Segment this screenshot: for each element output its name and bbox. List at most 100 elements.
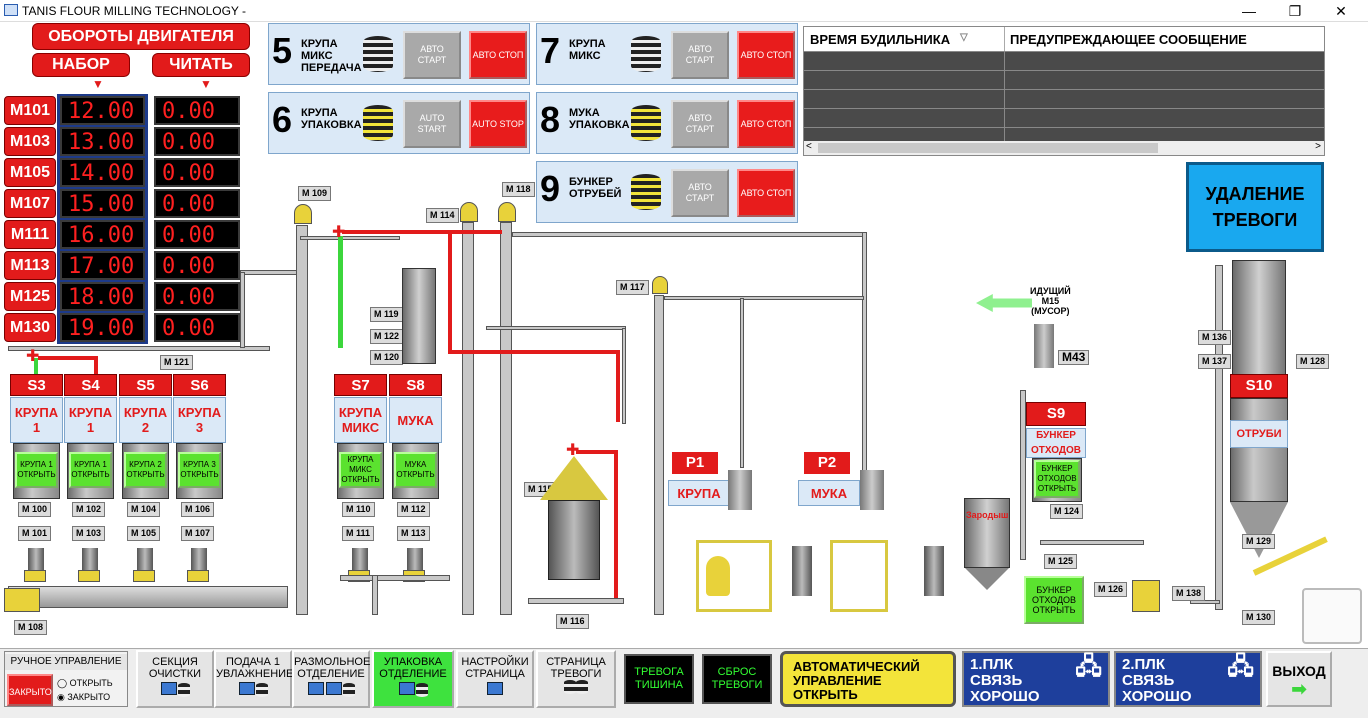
motor-set-value[interactable]: 12.00	[60, 96, 145, 125]
panel-number: 8	[540, 99, 561, 140]
screw-conveyor	[8, 586, 288, 608]
tag-m125: M 125	[1044, 554, 1078, 569]
nav-feed-moistening[interactable]: ПОДАЧА 1 УВЛАЖНЕНИЕ	[214, 650, 293, 708]
auto-stop-button[interactable]: AUTO STOP	[469, 100, 527, 148]
drum-icon	[564, 680, 576, 694]
table-row[interactable]	[804, 108, 1324, 127]
nav-settings-page[interactable]: НАСТРОЙКИ СТРАНИЦА	[456, 650, 534, 708]
auto-stop-button[interactable]: АВТО СТОП	[737, 100, 795, 148]
pc-icon	[239, 682, 255, 695]
auto-control-open-button[interactable]: АВТОМАТИЧЕСКИЙ УПРАВЛЕНИЕ ОТКРЫТЬ	[780, 651, 956, 707]
tag-m124: M 124	[1050, 504, 1084, 519]
auto-stop-button[interactable]: АВТО СТОП	[737, 169, 795, 217]
motor-set-value[interactable]: 15.00	[60, 189, 145, 218]
feeder-motor-icon	[133, 570, 155, 582]
motor-set-value[interactable]: 16.00	[60, 220, 145, 249]
maximize-button[interactable]: ❐	[1288, 3, 1302, 19]
closed-radio[interactable]: ◉ ЗАКРЫТО	[57, 692, 111, 702]
auto-start-button[interactable]: АВТО СТАРТ	[403, 31, 461, 79]
tag-m119: M 119	[370, 307, 403, 322]
silo-s8-head: S8	[389, 374, 442, 396]
auto-start-button[interactable]: AUTO START	[403, 100, 461, 148]
panel-number: 5	[272, 30, 293, 71]
auto-stop-button[interactable]: АВТО СТОП	[737, 31, 795, 79]
drum-icon	[576, 680, 588, 694]
scroll-right-icon[interactable]: >	[1315, 141, 1321, 152]
tag-m126: M 126	[1094, 582, 1128, 597]
silo-open-button[interactable]: КРУПА 1 ОТКРЫТЬ	[69, 452, 112, 488]
tag-m109: M 109	[298, 186, 332, 201]
motor-set-value[interactable]: 19.00	[60, 313, 145, 342]
silo-s6-label: КРУПА 3	[173, 397, 226, 443]
alarm-time-column[interactable]: ВРЕМЯ БУДИЛЬНИКА	[810, 32, 951, 47]
sort-icon[interactable]: ▽	[960, 32, 968, 43]
valve-icon[interactable]: ✚	[26, 348, 40, 365]
close-button[interactable]: ✕	[1335, 3, 1347, 19]
table-row[interactable]	[804, 70, 1324, 89]
motor-tag: M 100	[18, 502, 52, 517]
silo-s10-body	[1230, 398, 1288, 502]
motor-id-label: M107	[4, 189, 56, 218]
silo-s9-open-button[interactable]: БУНКЕР ОТХОДОВ ОТКРЫТЬ	[1034, 460, 1080, 498]
motor-read-value: 0.00	[154, 313, 240, 342]
table-row[interactable]	[804, 51, 1324, 70]
motor-set-value[interactable]: 18.00	[60, 282, 145, 311]
horizontal-scrollbar[interactable]: < >	[804, 141, 1324, 155]
nav-cleaning-section[interactable]: СЕКЦИЯ ОЧИСТКИ	[136, 650, 214, 708]
exit-button[interactable]: ВЫХОД➡	[1266, 651, 1332, 707]
drum-icon	[631, 174, 661, 210]
auto-start-button[interactable]: АВТО СТАРТ	[671, 31, 729, 79]
motor-id-label: M105	[4, 158, 56, 187]
waste-arrow-icon	[976, 294, 1032, 312]
packer-2-hopper	[860, 470, 884, 510]
auto-start-button[interactable]: АВТО СТАРТ	[671, 169, 729, 217]
nav-alarm-page[interactable]: СТРАНИЦА ТРЕВОГИ	[536, 650, 616, 708]
packer-2-label: P2	[804, 452, 850, 474]
drum-icon	[631, 36, 661, 72]
drum-icon	[363, 105, 393, 141]
valve-icon[interactable]: ✚	[332, 224, 346, 241]
silo-open-button[interactable]: КРУПА 1 ОТКРЫТЬ	[15, 452, 58, 488]
motor-id-label: M103	[4, 127, 56, 156]
silo-open-button[interactable]: КРУПА 2 ОТКРЫТЬ	[124, 452, 167, 488]
waste-bin-open-button[interactable]: БУНКЕР ОТХОДОВ ОТКРЫТЬ	[1024, 576, 1084, 624]
manual-closed-button[interactable]: ЗАКРЫТО	[7, 674, 53, 706]
alarm-message-column[interactable]: ПРЕДУПРЕЖДАЮЩЕЕ СООБЩЕНИЕ	[1010, 32, 1247, 47]
silo-open-button[interactable]: КРУПА МИКС ОТКРЫТЬ	[339, 452, 382, 488]
silo-s7-head: S7	[334, 374, 387, 396]
motor-read-value: 0.00	[154, 220, 240, 249]
alarm-reset-button[interactable]: СБРОС ТРЕВОГИ	[702, 654, 772, 704]
tag-m137: M 137	[1198, 354, 1232, 369]
scroll-left-icon[interactable]: <	[806, 141, 812, 152]
auto-start-button[interactable]: АВТО СТАРТ	[671, 100, 729, 148]
tag-m120: M 120	[370, 350, 404, 365]
motor-tag: M 101	[18, 526, 52, 541]
truck-icon	[1302, 588, 1362, 644]
clear-alarm-button[interactable]: УДАЛЕНИЕ ТРЕВОГИ	[1186, 162, 1324, 252]
open-radio[interactable]: ◯ ОТКРЫТЬ	[57, 678, 113, 688]
green-product-line	[338, 236, 343, 348]
valve-icon[interactable]: ✚	[566, 442, 580, 459]
motor-set-value[interactable]: 13.00	[60, 127, 145, 156]
drum-icon	[631, 105, 661, 141]
nav-milling-section[interactable]: РАЗМОЛЬНОЕ ОТДЕЛЕНИЕ	[292, 650, 370, 708]
window-title: TANIS FLOUR MILLING TECHNOLOGY -	[22, 4, 247, 18]
silo-open-button[interactable]: МУКА ОТКРЫТЬ	[394, 452, 437, 488]
nav-packing-section[interactable]: УПАКОВКА ОТДЕЛЕНИЕ	[372, 650, 454, 708]
alarm-silence-button[interactable]: ТРЕВОГА ТИШИНА	[624, 654, 694, 704]
elevator-head-icon	[652, 276, 668, 294]
cyclone	[402, 268, 436, 364]
minimize-button[interactable]: —	[1242, 3, 1256, 19]
alarm-table[interactable]: ВРЕМЯ БУДИЛЬНИКА ▽ ПРЕДУПРЕЖДАЮЩЕЕ СООБЩ…	[803, 26, 1325, 156]
auto-stop-button[interactable]: АВТО СТОП	[469, 31, 527, 79]
motor-set-value[interactable]: 14.00	[60, 158, 145, 187]
plc2-status: 2.ПЛК СВЯЗЬ ХОРОШО🖧	[1114, 651, 1262, 707]
table-row[interactable]	[804, 89, 1324, 108]
silo-open-button[interactable]: КРУПА 3 ОТКРЫТЬ	[178, 452, 221, 488]
tag-m130: M 130	[1242, 610, 1276, 625]
table-row[interactable]	[804, 127, 1324, 142]
motor-read-value: 0.00	[154, 127, 240, 156]
silo-s9-head: S9	[1026, 402, 1086, 426]
motor-set-value[interactable]: 17.00	[60, 251, 145, 280]
